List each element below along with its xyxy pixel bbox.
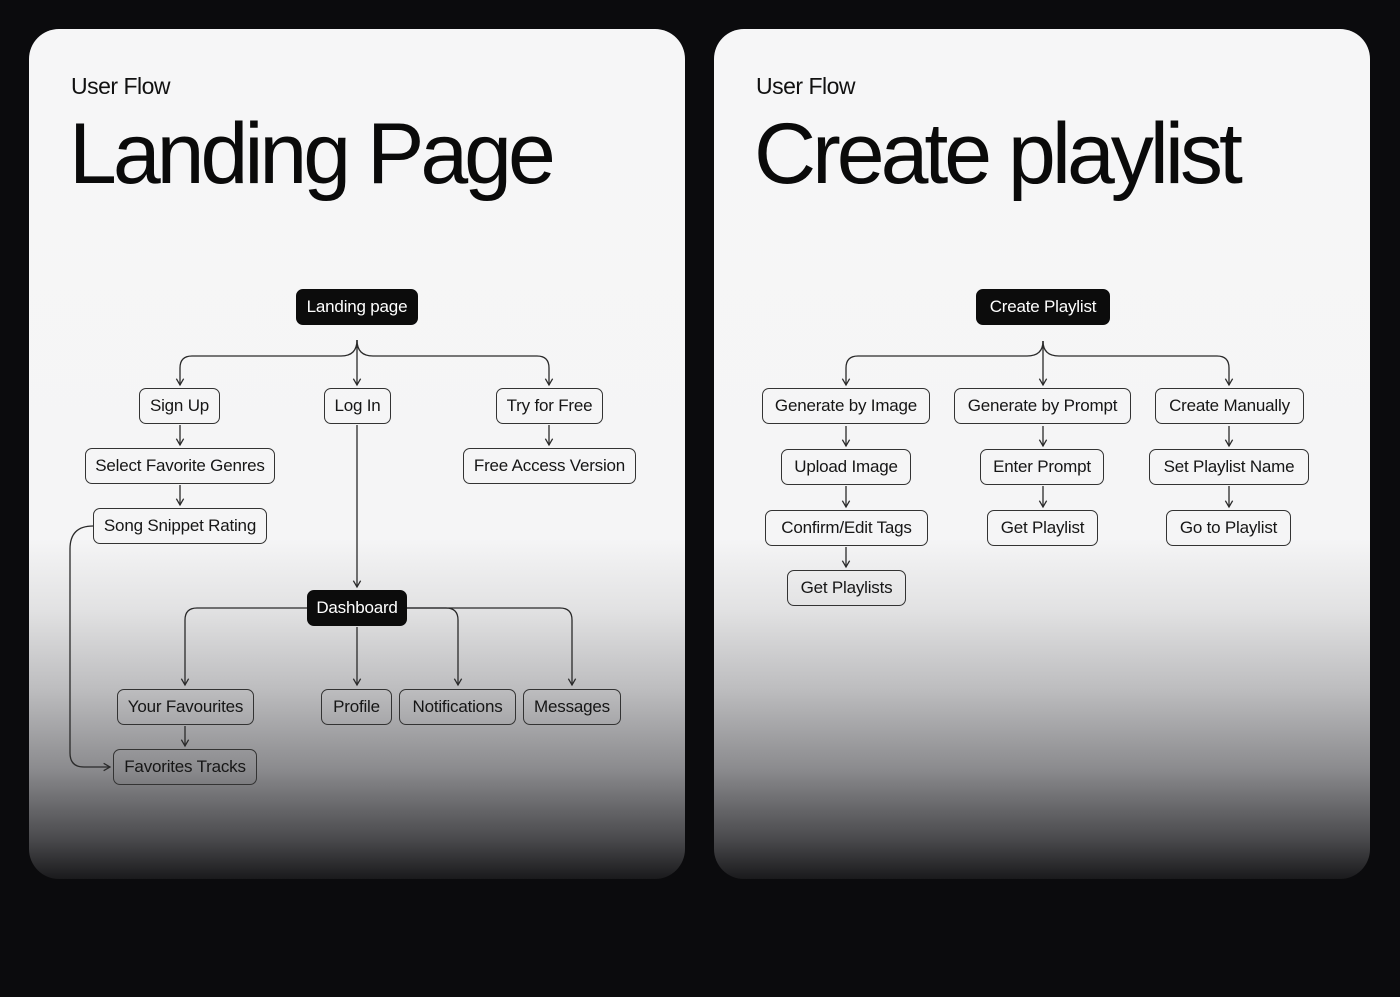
node-generate-by-image[interactable]: Generate by Image <box>762 388 930 424</box>
connector-dashboard-to-favourites <box>180 607 307 687</box>
node-go-to-playlist[interactable]: Go to Playlist <box>1166 510 1291 546</box>
connector-landing-to-try <box>356 339 554 387</box>
node-set-playlist-name[interactable]: Set Playlist Name <box>1149 449 1309 485</box>
panel-eyebrow: User Flow <box>756 73 856 99</box>
connector-create-to-image <box>841 340 1044 387</box>
node-profile[interactable]: Profile <box>321 689 392 725</box>
node-create-playlist[interactable]: Create Playlist <box>976 289 1110 325</box>
node-get-playlists[interactable]: Get Playlists <box>787 570 906 606</box>
node-free-access-version[interactable]: Free Access Version <box>463 448 636 484</box>
landing-page-flow-panel: User Flow Landing Page <box>29 29 685 879</box>
node-notifications[interactable]: Notifications <box>399 689 516 725</box>
node-confirm-edit-tags[interactable]: Confirm/Edit Tags <box>765 510 928 546</box>
node-sign-up[interactable]: Sign Up <box>139 388 220 424</box>
connector-dashboard-to-notifications <box>407 607 463 687</box>
node-your-favourites[interactable]: Your Favourites <box>117 689 254 725</box>
node-favorites-tracks[interactable]: Favorites Tracks <box>113 749 257 785</box>
node-enter-prompt[interactable]: Enter Prompt <box>980 449 1104 485</box>
node-upload-image[interactable]: Upload Image <box>781 449 911 485</box>
node-song-snippet-rating[interactable]: Song Snippet Rating <box>93 508 267 544</box>
connector-snippet-to-favtracks <box>69 525 112 772</box>
panel-eyebrow: User Flow <box>71 73 171 99</box>
node-dashboard[interactable]: Dashboard <box>307 590 407 626</box>
connector-create-to-manual <box>1042 340 1234 387</box>
node-messages[interactable]: Messages <box>523 689 621 725</box>
connector-landing-to-signup <box>175 339 358 387</box>
node-create-manually[interactable]: Create Manually <box>1155 388 1304 424</box>
node-select-favorite-genres[interactable]: Select Favorite Genres <box>85 448 275 484</box>
node-generate-by-prompt[interactable]: Generate by Prompt <box>954 388 1131 424</box>
node-try-for-free[interactable]: Try for Free <box>496 388 603 424</box>
panel-title: Landing Page <box>69 106 556 202</box>
node-log-in[interactable]: Log In <box>324 388 391 424</box>
panel-title: Create playlist <box>754 106 1243 202</box>
flow-connectors <box>69 339 577 772</box>
connector-dashboard-to-messages <box>407 607 577 687</box>
flow-connectors <box>841 340 1234 569</box>
node-landing-page[interactable]: Landing page <box>296 289 418 325</box>
create-playlist-flow-panel: User Flow Create playlist Create Playlis… <box>714 29 1370 879</box>
node-get-playlist[interactable]: Get Playlist <box>987 510 1098 546</box>
